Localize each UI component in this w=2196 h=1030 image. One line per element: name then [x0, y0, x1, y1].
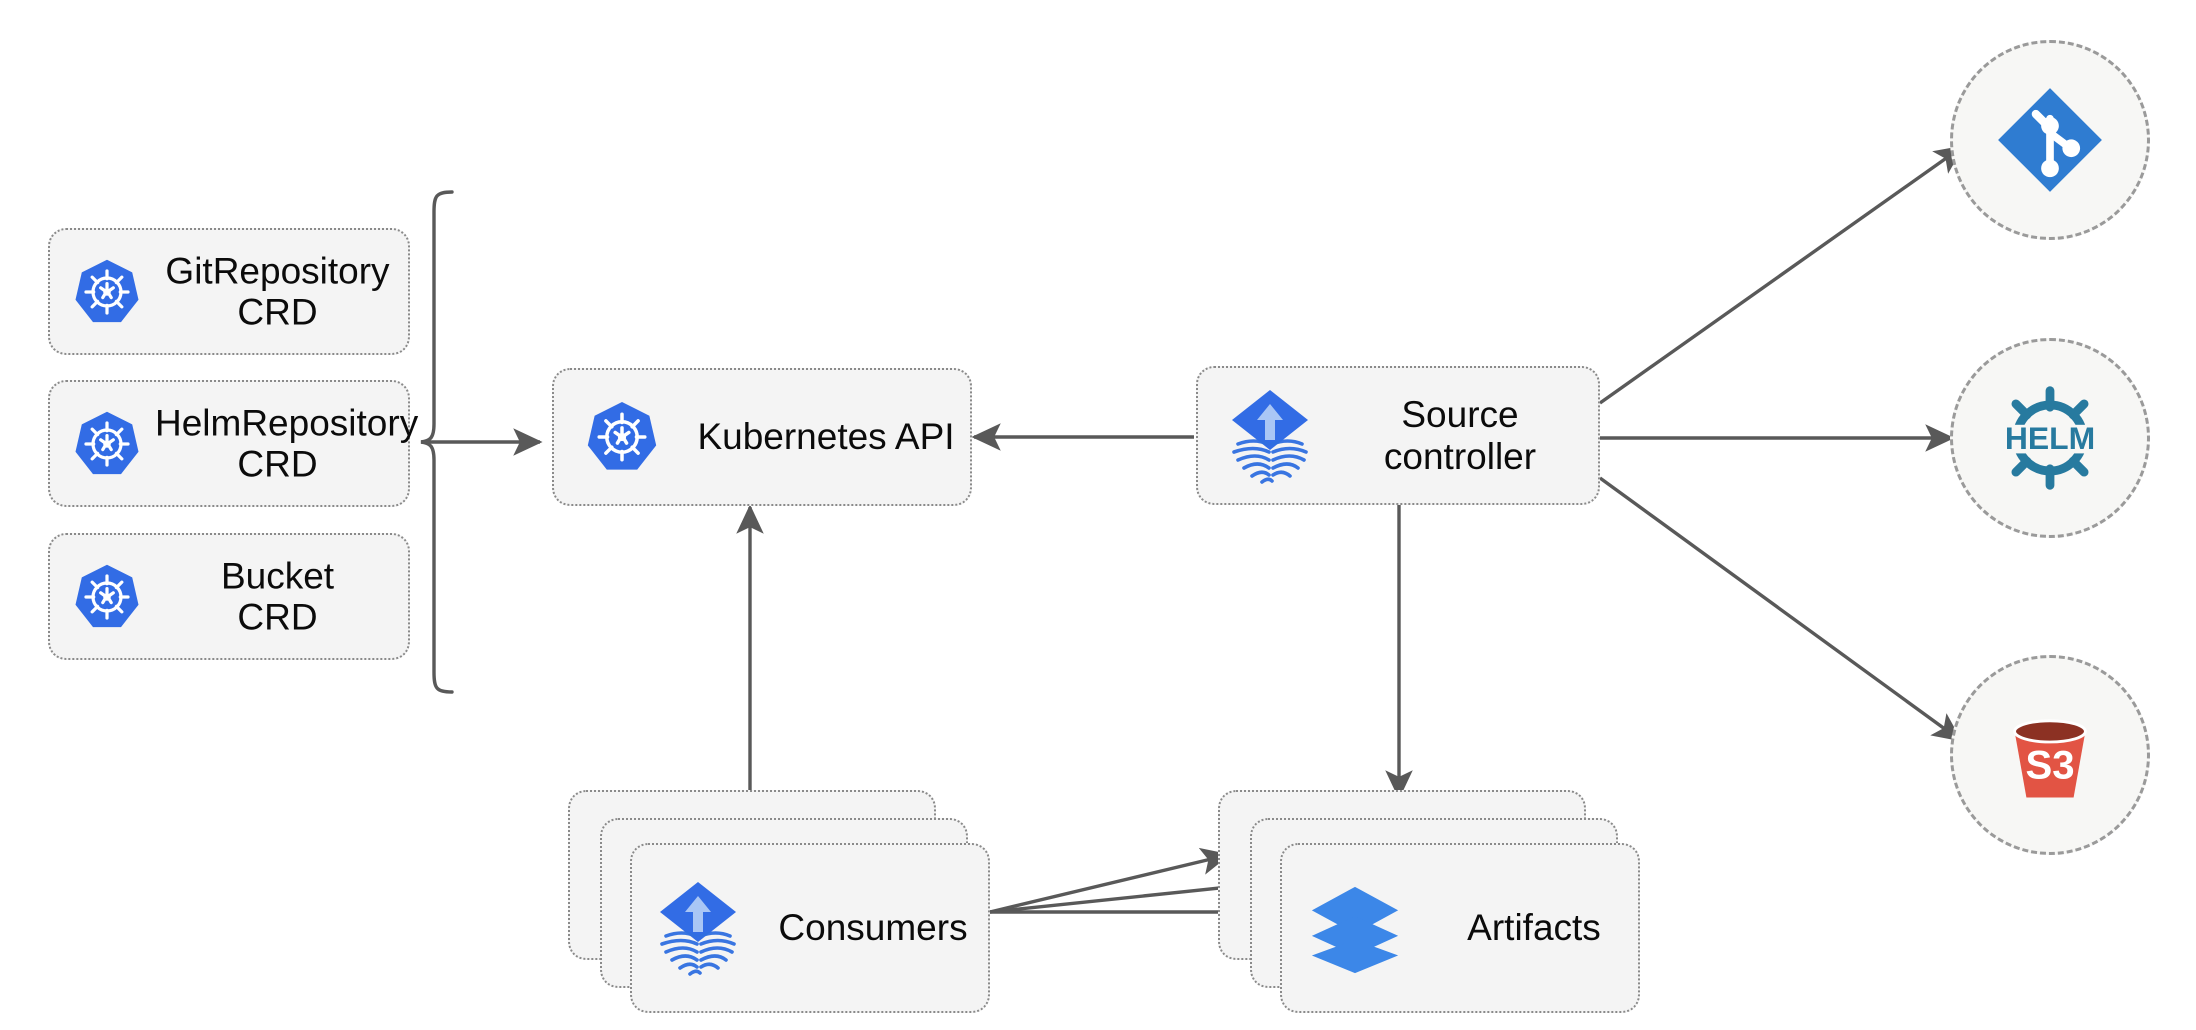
crd-box-helmrepository[interactable]: HelmRepository CRD: [48, 380, 419, 507]
node-label: Consumers: [778, 907, 968, 949]
flux-icon: [656, 878, 740, 978]
flux-icon: [1228, 386, 1312, 486]
kubernetes-icon: [72, 257, 142, 327]
s3-label: S3: [2025, 743, 2074, 788]
crd-box-bucket[interactable]: Bucket CRD: [48, 533, 410, 660]
helm-label: HELM: [2005, 420, 2095, 456]
edge-source-controller-to-s3: [1598, 476, 1963, 742]
helm-icon: HELM: [1984, 372, 2116, 504]
crd-label: HelmRepository CRD: [155, 402, 419, 485]
node-label: Artifacts: [1467, 907, 1601, 949]
git-icon: [1991, 81, 2109, 199]
edge-source-controller-to-git: [1599, 145, 1965, 405]
layers-icon: [1306, 879, 1404, 977]
node-label: Kubernetes API: [697, 416, 955, 458]
source-circle-helm[interactable]: HELM: [1950, 338, 2150, 538]
crd-box-gitrepository[interactable]: GitRepository CRD: [48, 228, 410, 355]
crd-label: GitRepository CRD: [165, 250, 390, 333]
kubernetes-icon: [72, 562, 142, 632]
node-label: Source controller: [1383, 394, 1537, 477]
source-circle-s3[interactable]: S3: [1950, 655, 2150, 855]
s3-bucket-icon: S3: [1991, 696, 2109, 814]
source-circle-git[interactable]: [1950, 40, 2150, 240]
crd-label: Bucket CRD: [220, 555, 335, 638]
kubernetes-icon: [72, 409, 142, 479]
node-artifacts[interactable]: Artifacts: [1280, 843, 1640, 1013]
node-source-controller[interactable]: Source controller: [1196, 366, 1600, 505]
node-kubernetes-api[interactable]: Kubernetes API: [552, 368, 972, 506]
crd-group-bracket: [420, 190, 454, 694]
edge-consumers-to-artifacts-1: [989, 847, 1231, 914]
kubernetes-icon: [584, 399, 660, 475]
node-consumers[interactable]: Consumers: [630, 843, 990, 1013]
